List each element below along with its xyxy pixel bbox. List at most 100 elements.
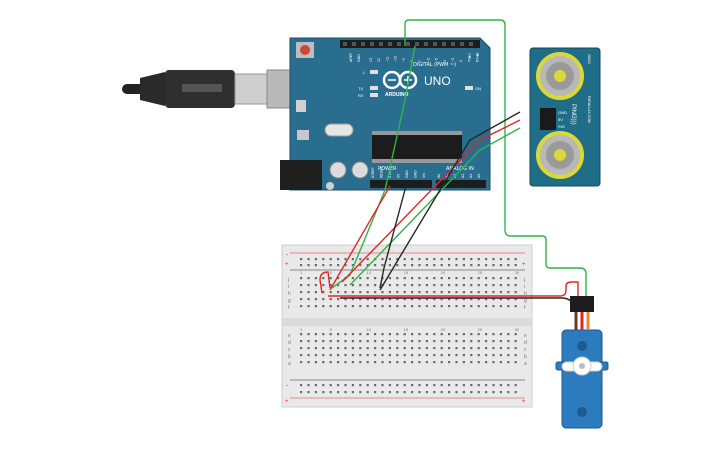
terminal-hole[interactable]: [374, 354, 377, 357]
wire-red-5v-sensor[interactable]: [341, 119, 521, 283]
terminal-hole[interactable]: [433, 354, 436, 357]
rail-hole[interactable]: [337, 264, 340, 267]
terminal-hole[interactable]: [477, 284, 480, 287]
terminal-hole[interactable]: [470, 340, 473, 343]
terminal-hole[interactable]: [433, 305, 436, 308]
rail-hole[interactable]: [448, 384, 451, 387]
terminal-hole[interactable]: [396, 305, 399, 308]
terminal-hole[interactable]: [492, 333, 495, 336]
terminal-hole[interactable]: [322, 347, 325, 350]
rail-hole[interactable]: [307, 258, 310, 261]
terminal-hole[interactable]: [455, 347, 458, 350]
terminal-hole[interactable]: [322, 340, 325, 343]
terminal-hole[interactable]: [448, 361, 451, 364]
rail-hole[interactable]: [440, 391, 443, 394]
terminal-hole[interactable]: [337, 298, 340, 301]
terminal-hole[interactable]: [329, 284, 332, 287]
rail-hole[interactable]: [411, 391, 414, 394]
rail-hole[interactable]: [374, 391, 377, 394]
terminal-hole[interactable]: [448, 354, 451, 357]
wire-red-5v-arduino[interactable]: [329, 185, 391, 291]
terminal-hole[interactable]: [477, 291, 480, 294]
rail-hole[interactable]: [418, 264, 421, 267]
terminal-hole[interactable]: [381, 305, 384, 308]
terminal-hole[interactable]: [433, 291, 436, 294]
terminal-hole[interactable]: [300, 340, 303, 343]
terminal-hole[interactable]: [374, 361, 377, 364]
rail-hole[interactable]: [381, 391, 384, 394]
terminal-hole[interactable]: [514, 333, 517, 336]
terminal-hole[interactable]: [314, 347, 317, 350]
rail-hole[interactable]: [499, 258, 502, 261]
terminal-hole[interactable]: [307, 298, 310, 301]
terminal-hole[interactable]: [337, 277, 340, 280]
terminal-hole[interactable]: [425, 305, 428, 308]
rail-hole[interactable]: [307, 384, 310, 387]
servo-motor[interactable]: [555, 296, 609, 429]
rail-hole[interactable]: [514, 384, 517, 387]
terminal-hole[interactable]: [433, 333, 436, 336]
terminal-hole[interactable]: [411, 361, 414, 364]
terminal-hole[interactable]: [514, 305, 517, 308]
terminal-hole[interactable]: [507, 354, 510, 357]
terminal-hole[interactable]: [433, 340, 436, 343]
rail-hole[interactable]: [359, 384, 362, 387]
terminal-hole[interactable]: [374, 347, 377, 350]
terminal-hole[interactable]: [499, 291, 502, 294]
terminal-hole[interactable]: [344, 347, 347, 350]
rail-hole[interactable]: [322, 264, 325, 267]
terminal-hole[interactable]: [455, 298, 458, 301]
terminal-hole[interactable]: [403, 277, 406, 280]
rail-hole[interactable]: [462, 391, 465, 394]
terminal-hole[interactable]: [374, 277, 377, 280]
rail-hole[interactable]: [322, 384, 325, 387]
terminal-hole[interactable]: [485, 361, 488, 364]
terminal-hole[interactable]: [455, 305, 458, 308]
terminal-hole[interactable]: [300, 284, 303, 287]
rail-hole[interactable]: [374, 384, 377, 387]
terminal-hole[interactable]: [425, 291, 428, 294]
terminal-hole[interactable]: [440, 277, 443, 280]
rail-hole[interactable]: [396, 384, 399, 387]
rail-hole[interactable]: [477, 384, 480, 387]
terminal-hole[interactable]: [425, 333, 428, 336]
terminal-hole[interactable]: [314, 354, 317, 357]
terminal-hole[interactable]: [314, 340, 317, 343]
terminal-hole[interactable]: [307, 284, 310, 287]
rail-hole[interactable]: [418, 258, 421, 261]
terminal-hole[interactable]: [388, 298, 391, 301]
terminal-hole[interactable]: [337, 347, 340, 350]
terminal-hole[interactable]: [344, 291, 347, 294]
terminal-hole[interactable]: [492, 361, 495, 364]
terminal-hole[interactable]: [337, 333, 340, 336]
terminal-hole[interactable]: [337, 361, 340, 364]
terminal-hole[interactable]: [425, 354, 428, 357]
terminal-hole[interactable]: [507, 277, 510, 280]
rail-hole[interactable]: [337, 258, 340, 261]
terminal-hole[interactable]: [455, 333, 458, 336]
terminal-hole[interactable]: [351, 340, 354, 343]
terminal-hole[interactable]: [514, 298, 517, 301]
rail-hole[interactable]: [300, 384, 303, 387]
terminal-hole[interactable]: [396, 333, 399, 336]
wire-green-sig-breadboard[interactable]: [349, 127, 521, 286]
terminal-hole[interactable]: [351, 277, 354, 280]
terminal-hole[interactable]: [418, 305, 421, 308]
rail-hole[interactable]: [499, 264, 502, 267]
terminal-hole[interactable]: [440, 305, 443, 308]
rail-hole[interactable]: [448, 264, 451, 267]
power-jack[interactable]: [280, 160, 322, 190]
terminal-hole[interactable]: [403, 305, 406, 308]
terminal-hole[interactable]: [388, 333, 391, 336]
terminal-hole[interactable]: [418, 277, 421, 280]
terminal-hole[interactable]: [492, 298, 495, 301]
terminal-hole[interactable]: [314, 333, 317, 336]
terminal-hole[interactable]: [314, 291, 317, 294]
terminal-hole[interactable]: [344, 361, 347, 364]
rail-hole[interactable]: [388, 384, 391, 387]
terminal-hole[interactable]: [374, 340, 377, 343]
terminal-hole[interactable]: [440, 361, 443, 364]
rail-hole[interactable]: [462, 258, 465, 261]
terminal-hole[interactable]: [351, 347, 354, 350]
rail-hole[interactable]: [396, 264, 399, 267]
